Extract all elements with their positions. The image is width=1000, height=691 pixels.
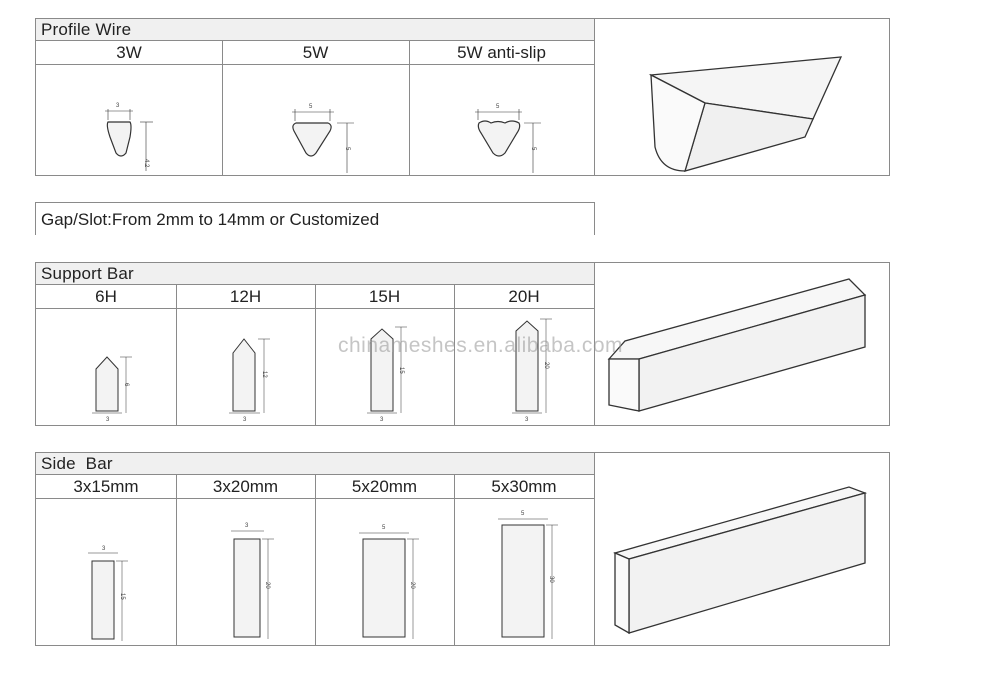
dim-5x30-height: 30 bbox=[548, 576, 554, 583]
profile-5w-anti-slip-drawing: 5 5 bbox=[475, 104, 541, 173]
dim-20h-width: 3 bbox=[525, 417, 529, 423]
dim-5w-anti-slip-height: 5 bbox=[530, 147, 536, 151]
dim-5w-width: 5 bbox=[309, 104, 313, 110]
profile-wire-3d-panel bbox=[594, 18, 890, 176]
support-6h-drawing: 6 3 bbox=[92, 356, 132, 423]
side-bar-col-5x20: 5x20mm bbox=[315, 475, 454, 499]
support-bar-col-12h: 12H bbox=[176, 285, 315, 309]
dim-15h-width: 3 bbox=[380, 417, 384, 423]
side-3x15-drawing: 3 15 bbox=[88, 546, 128, 641]
dim-5w-height: 5 bbox=[344, 147, 350, 151]
watermark: chinameshes.en.alibaba.com bbox=[338, 334, 623, 357]
support-bar-col-15h: 15H bbox=[315, 285, 454, 309]
dim-20h-height: 20 bbox=[543, 362, 549, 369]
support-bar-table: Support Bar 6H 12H 15H 20H 6 3 12 3 15 3… bbox=[35, 262, 595, 426]
dim-3x20-width: 3 bbox=[245, 523, 249, 529]
dim-3x15-height: 15 bbox=[119, 593, 125, 600]
dim-3x15-width: 3 bbox=[102, 546, 106, 552]
support-bar-3d-drawing bbox=[607, 278, 867, 412]
profile-wire-col-5w: 5W bbox=[222, 41, 409, 65]
dim-6h-height: 6 bbox=[123, 383, 129, 387]
side-3x20-drawing: 3 20 bbox=[231, 523, 274, 639]
support-20h-drawing: 20 3 bbox=[512, 318, 552, 423]
support-15h-drawing: 15 3 bbox=[367, 326, 407, 423]
dim-12h-height: 12 bbox=[261, 371, 267, 378]
dim-3w-width: 3 bbox=[116, 103, 120, 109]
divider bbox=[409, 41, 410, 175]
divider bbox=[454, 285, 455, 425]
side-bar-col-3x15: 3x15mm bbox=[36, 475, 176, 499]
divider bbox=[454, 475, 455, 645]
profile-wire-3d-drawing bbox=[648, 56, 843, 172]
side-bar-table: Side Bar 3x15mm 3x20mm 5x20mm 5x30mm 3 1… bbox=[35, 452, 595, 646]
support-bar-title: Support Bar bbox=[36, 263, 594, 285]
profile-wire-col-5w-anti-slip: 5W anti-slip bbox=[409, 41, 594, 65]
divider bbox=[315, 285, 316, 425]
dim-5x20-height: 20 bbox=[409, 582, 415, 589]
dim-15h-height: 15 bbox=[398, 367, 404, 374]
side-bar-3d-panel bbox=[594, 452, 890, 646]
support-bar-3d-panel bbox=[594, 262, 890, 426]
dim-5x20-width: 5 bbox=[382, 525, 386, 531]
dim-3x20-height: 20 bbox=[264, 582, 270, 589]
support-bar-col-6h: 6H bbox=[36, 285, 176, 309]
dim-5w-anti-slip-width: 5 bbox=[496, 104, 500, 110]
divider bbox=[222, 41, 223, 175]
side-bar-title: Side Bar bbox=[36, 453, 594, 475]
profile-wire-title: Profile Wire bbox=[36, 19, 594, 41]
profile-wire-col-3w: 3W bbox=[36, 41, 222, 65]
side-bar-col-5x30: 5x30mm bbox=[454, 475, 594, 499]
support-12h-drawing: 12 3 bbox=[229, 338, 270, 423]
gap-slot-box: Gap/Slot:From 2mm to 14mm or Customized bbox=[35, 202, 595, 235]
side-bar-col-3x20: 3x20mm bbox=[176, 475, 315, 499]
gap-slot-text: Gap/Slot:From 2mm to 14mm or Customized bbox=[41, 210, 380, 229]
divider bbox=[315, 475, 316, 645]
divider bbox=[176, 285, 177, 425]
side-5x20-drawing: 5 20 bbox=[359, 525, 419, 639]
side-5x30-drawing: 5 30 bbox=[498, 511, 558, 639]
dim-12h-width: 3 bbox=[243, 417, 247, 423]
profile-5w-drawing: 5 5 bbox=[292, 104, 354, 173]
dim-6h-width: 3 bbox=[106, 417, 110, 423]
dim-3w-height: 4.2 bbox=[143, 159, 149, 168]
profile-wire-table: Profile Wire 3W 5W 5W anti-slip 3 4.2 5 … bbox=[35, 18, 595, 176]
profile-3w-drawing: 3 4.2 bbox=[105, 103, 153, 171]
support-bar-col-20h: 20H bbox=[454, 285, 594, 309]
divider bbox=[176, 475, 177, 645]
side-bar-3d-drawing bbox=[613, 486, 868, 635]
dim-5x30-width: 5 bbox=[521, 511, 525, 517]
